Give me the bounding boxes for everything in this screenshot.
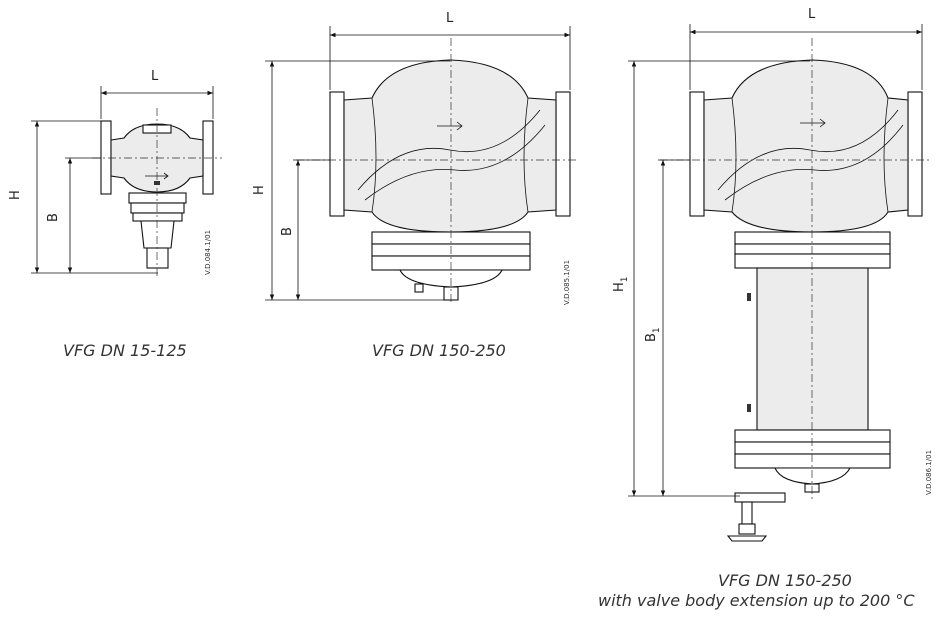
dim-label-H-medium: H [252,185,267,195]
dim-label-B-medium: B [280,227,295,236]
dim-label-L-medium: L [446,11,454,26]
dim-label-H-small: H [8,190,23,200]
dim-label-B1-large: B1 [644,327,662,342]
valve-large [628,24,930,542]
dim-label-H1-large: H1 [612,276,630,292]
drawing-ref-medium: V.D.085.1/01 [563,260,571,305]
valve-small [31,86,222,276]
caption-medium: VFG DN 150-250 [372,341,506,360]
drawing-ref-small: V.D.084.1/01 [204,230,212,275]
caption-small: VFG DN 15-125 [63,341,187,360]
dim-label-L-large: L [808,7,816,22]
dim-label-L-small: L [151,69,159,84]
drawing-ref-large: V.D.086.1/01 [925,450,933,495]
caption-large-line1: VFG DN 150-250 [718,571,852,590]
valve-medium [265,26,576,305]
dim-label-B-small: B [46,213,61,222]
caption-large-line2: with valve body extension up to 200 °C [598,591,915,610]
